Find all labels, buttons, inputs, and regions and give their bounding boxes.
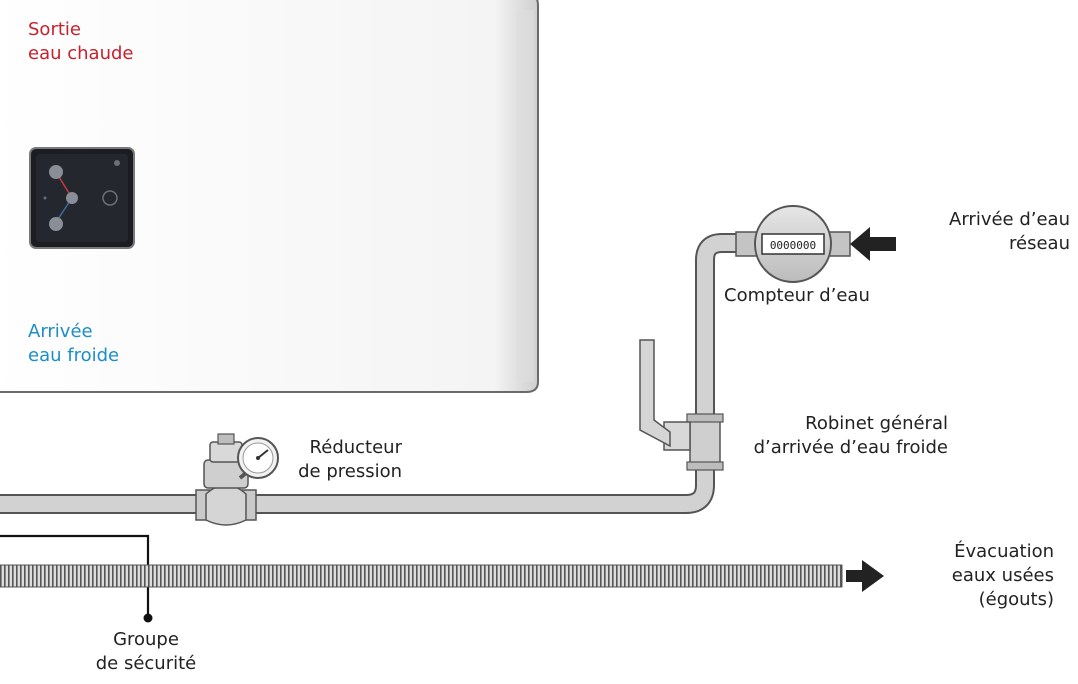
meter-reading: 0000000 [770, 239, 816, 252]
mode-knob-icon [49, 217, 63, 231]
main-valve-label: Robinet général d’arrivée d’eau froide [753, 413, 948, 458]
water-meter-label: Compteur d’eau [724, 285, 870, 306]
status-led-icon [114, 160, 120, 166]
control-panel [29, 147, 135, 249]
meter-counter-display [761, 233, 825, 255]
cold-water-inlet-label: Arrivée eau froide [28, 321, 120, 366]
safety-group-leader-dot [143, 613, 153, 623]
drain-hose [0, 564, 843, 588]
safety-group-label: Groupe de sécurité [95, 629, 197, 674]
thermostat-knob-icon [66, 192, 78, 204]
indicator-ring-icon [102, 190, 118, 206]
water-heater-tank [0, 0, 539, 393]
pressure-reducer [195, 433, 279, 526]
hot-water-outlet-label: Sortie eau chaude [28, 19, 134, 64]
power-knob-icon [49, 165, 63, 179]
safety-group-leader-line [0, 534, 150, 618]
drain-arrow-icon [846, 560, 884, 592]
valve-handle-icon [639, 339, 671, 448]
pressure-reducer-label: Réducteur de pression [298, 437, 402, 482]
mains-inlet-arrow-icon [850, 227, 896, 261]
mains-inlet-label: Arrivée d’eau réseau [949, 209, 1070, 254]
waste-drain-label: Évacuation eaux usées (égouts) [951, 541, 1054, 610]
water-meter: 0000000 [735, 205, 851, 283]
main-valve [639, 339, 724, 471]
